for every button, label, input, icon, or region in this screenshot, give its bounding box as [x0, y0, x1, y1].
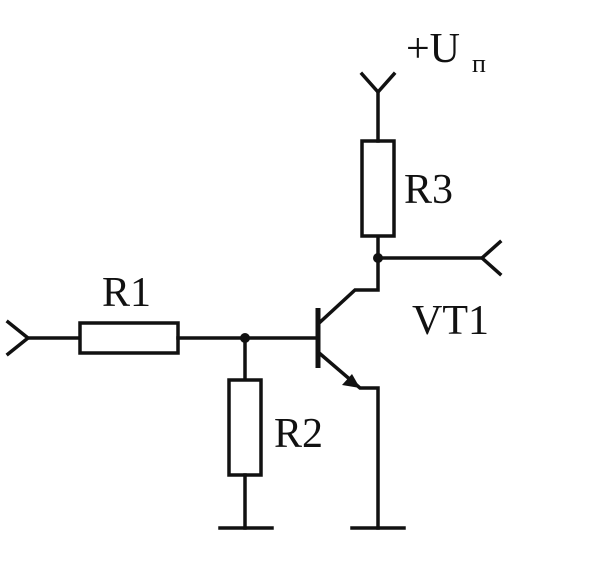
- output-terminal: [479, 239, 503, 277]
- label-vt1: VT1: [412, 298, 489, 344]
- label-r1: R1: [102, 270, 151, 316]
- label-r3: R3: [404, 167, 453, 213]
- collector-lead: [315, 256, 380, 327]
- resistor-r2: [227, 378, 263, 477]
- supply-label: +U: [406, 26, 460, 72]
- emitter-arrow: [342, 374, 360, 388]
- supply-terminal: [359, 71, 397, 95]
- emitter-lead: [315, 349, 380, 530]
- resistor-r1: [78, 321, 180, 355]
- label-r2: R2: [274, 411, 323, 457]
- transistor-vt1: [315, 256, 380, 530]
- input-terminal: [5, 319, 31, 357]
- supply-subscript: п: [472, 49, 486, 78]
- resistor-r3: [360, 139, 396, 238]
